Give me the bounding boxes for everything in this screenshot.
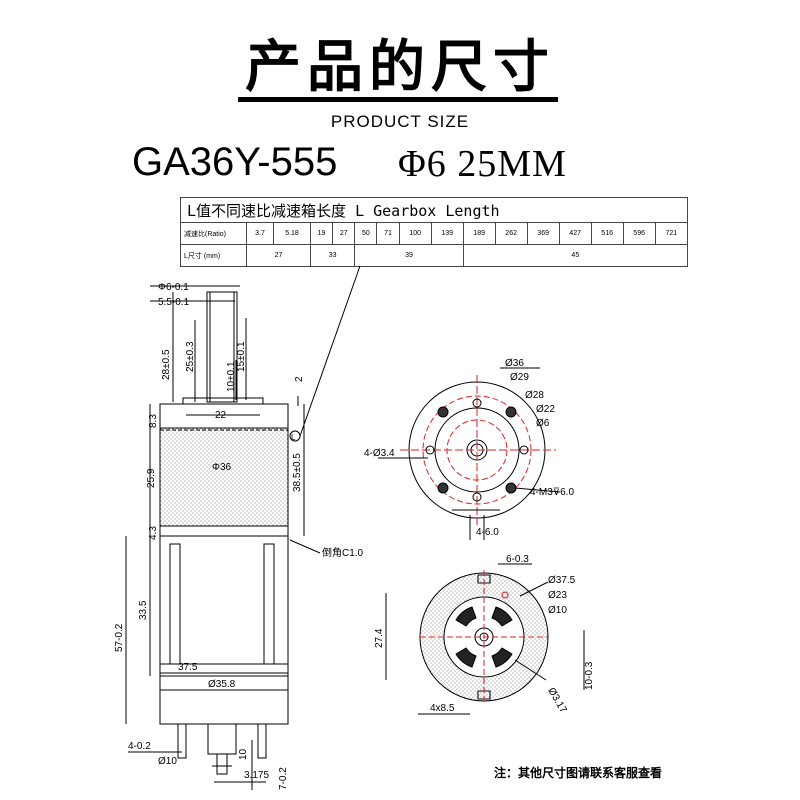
brush-slot [455, 647, 477, 668]
dim-label: 4-0.2 [128, 741, 151, 752]
page-title: 产品的尺寸 [245, 35, 555, 100]
dim-label: 4.3 [148, 526, 159, 540]
dim-label: 33.5 [138, 600, 149, 620]
dim-label: 2 [294, 376, 305, 382]
mount-hole [437, 482, 449, 494]
dim-label: 7-0.2 [278, 767, 289, 790]
dim-label: 38.5±0.5 [292, 453, 303, 492]
dim-label: 6-0.3 [506, 554, 529, 565]
dim-label: 10±0.1 [226, 361, 237, 392]
mount-hole [505, 406, 517, 418]
dim-label: 25.9 [146, 468, 157, 488]
dim-label: Ø29 [510, 372, 529, 383]
leader [514, 487, 561, 493]
dim-label: 4-Ø3.4 [364, 448, 395, 459]
rear-view [385, 563, 585, 715]
mount-hole [505, 482, 517, 494]
length-cell: 39 [354, 244, 464, 267]
dim-label: Ø23 [548, 590, 567, 601]
dim-label: Ø37.5 [548, 575, 576, 586]
shaft-flat [209, 291, 235, 403]
motor-body [159, 535, 289, 725]
mount-hole [437, 406, 449, 418]
dim-label: Φ6-0.1 [158, 282, 189, 293]
brush-slot [491, 647, 513, 668]
leader [519, 581, 549, 597]
through-hole [519, 445, 529, 455]
table-caption: L值不同速比减速箱长度 L Gearbox Length [180, 197, 688, 223]
model-name: GA36Y-555 [132, 140, 338, 184]
dim-label: 28±0.5 [161, 349, 172, 380]
through-hole [425, 445, 435, 455]
length-header: L尺寸 (mm) [180, 244, 247, 267]
gearbox-bottom [159, 525, 289, 537]
terminal-right [257, 723, 267, 759]
terminal-left [177, 723, 187, 759]
dim-label: 57-0.2 [114, 623, 125, 652]
dim-label: Φ36 [212, 462, 232, 473]
table-leader-line [299, 265, 361, 437]
motor-slot-left [169, 543, 181, 665]
motor-band [159, 663, 289, 677]
title-underline [238, 97, 558, 102]
dim-label: Ø35.8 [208, 679, 236, 690]
motor-slot-right [263, 543, 275, 665]
dim-label: 10-0.3 [584, 661, 595, 690]
front-view-labels: Ø36 Ø29 Ø28 Ø22 Ø6 4-Ø3.4 4-M3⊽6.0 4-6.0 [364, 358, 574, 538]
length-cell: 45 [462, 244, 689, 267]
dim-label: 4x8.5 [430, 703, 455, 714]
dim-label: 25±0.3 [185, 341, 196, 372]
page-subtitle: PRODUCT SIZE [330, 112, 470, 131]
length-cell: 33 [309, 244, 356, 267]
dim-label: 4-M3⊽6.0 [530, 487, 574, 498]
dim-label: 8.3 [148, 414, 159, 428]
dim-label: Ø36 [505, 358, 524, 369]
dim-label: Ø10 [158, 756, 177, 767]
dim-label: 10 [238, 748, 249, 760]
gearbox-body [159, 427, 289, 527]
dim-label: 4-6.0 [476, 527, 499, 538]
brush-slot [455, 606, 477, 627]
brush-slot [491, 606, 513, 627]
leader [514, 659, 547, 681]
dim-label: 27.4 [374, 628, 385, 648]
through-hole [472, 492, 482, 502]
footer-note: 注：其他尺寸图请联系客服查看 [494, 766, 663, 780]
dim-label: 3.175 [244, 770, 269, 781]
dim-label: 15±0.1 [236, 341, 247, 372]
dim-label: 5.5-0.1 [158, 297, 190, 308]
l-marker: L [291, 433, 296, 442]
rear-bushing [207, 723, 237, 755]
side-view [125, 285, 321, 790]
ratio-row: 减速比(Ratio) 3.7 5.18 19 27 50 71 100 139 … [180, 222, 689, 245]
dim-label: Ø10 [548, 605, 567, 616]
side-view-labels: Φ6-0.1 5.5-0.1 28±0.5 25±0.3 15±0.1 10±0… [114, 282, 364, 790]
dim-label: Ø22 [536, 404, 555, 415]
dim-label: 22 [215, 410, 227, 421]
rear-shaft [216, 753, 228, 775]
dim-label: Ø3.17 [545, 686, 568, 715]
dim-label: 37.5 [178, 662, 198, 673]
gearbox-length-table: L值不同速比减速箱长度 L Gearbox Length 减速比(Ratio) … [180, 197, 689, 267]
shaft-spec: Φ6 25MM [398, 143, 567, 185]
dim-label: Ø28 [525, 390, 544, 401]
front-view [378, 367, 561, 540]
chamfer-leader [289, 539, 321, 554]
red-marker [501, 591, 509, 599]
dim-label: Ø6 [536, 418, 550, 429]
through-hole [472, 398, 482, 408]
length-cell: 27 [246, 244, 311, 267]
length-row: L尺寸 (mm) 27 33 39 45 [180, 244, 689, 267]
l-marker-circle [289, 430, 301, 442]
chamfer-label: 倒角C1.0 [322, 547, 364, 559]
